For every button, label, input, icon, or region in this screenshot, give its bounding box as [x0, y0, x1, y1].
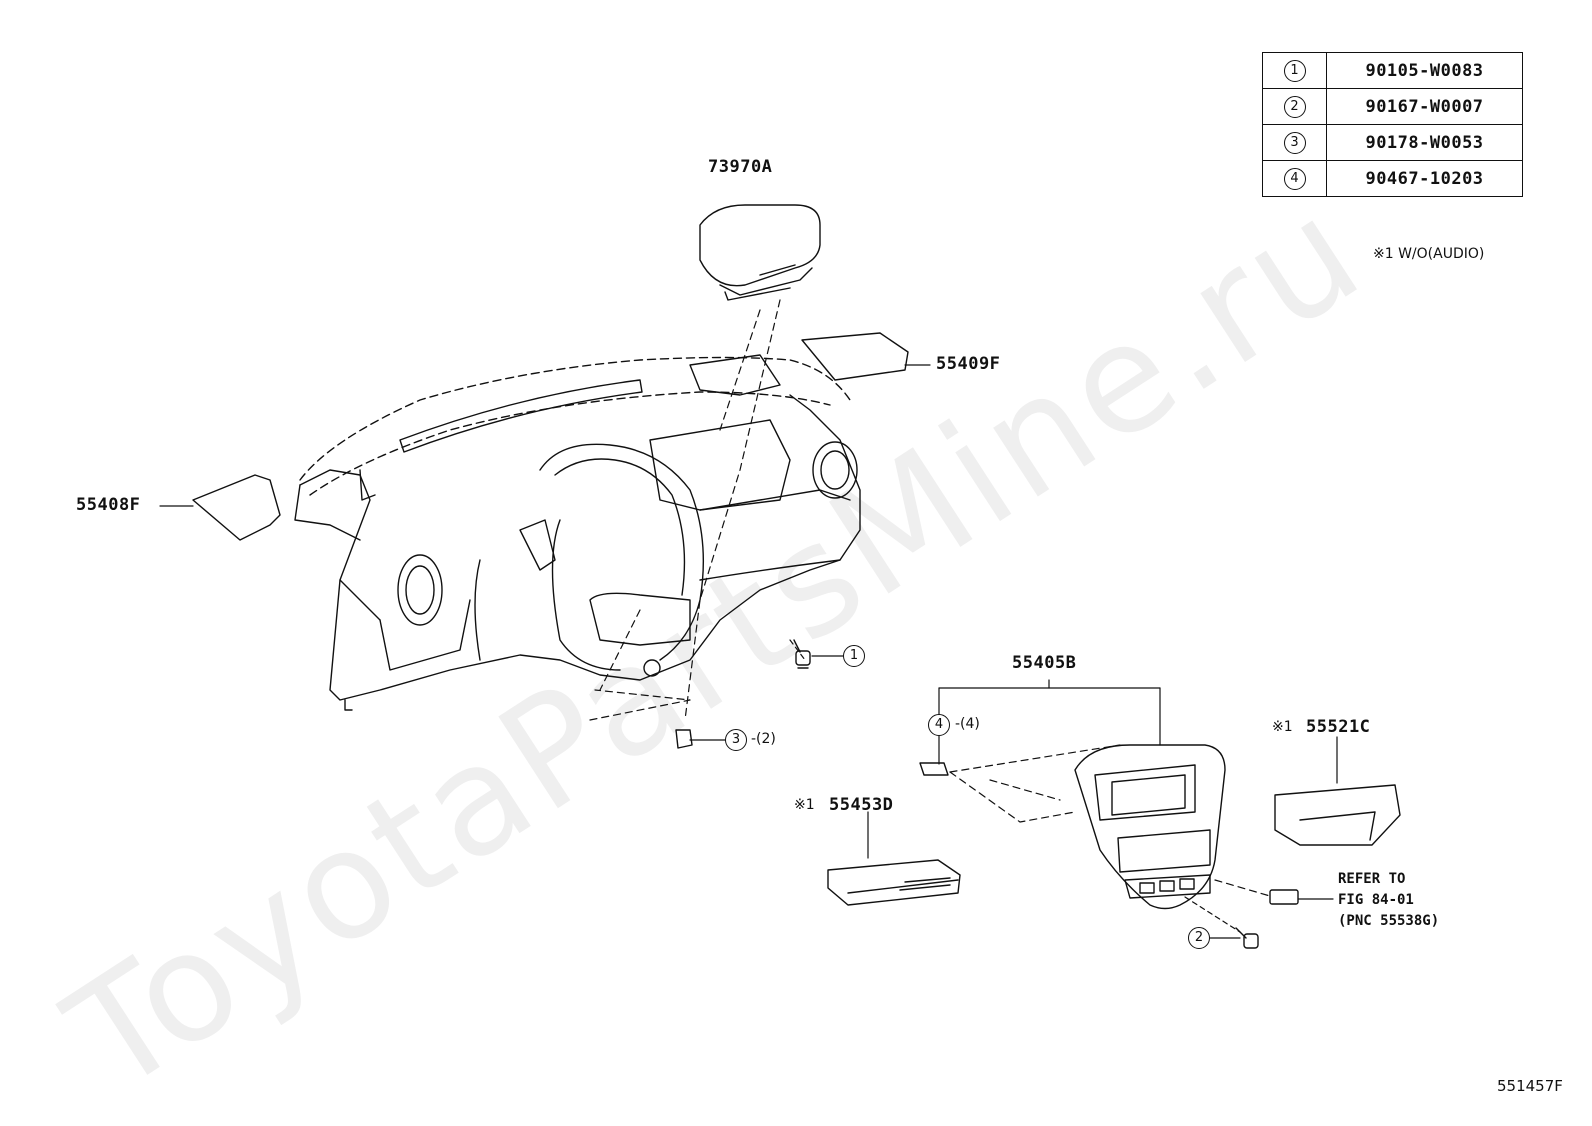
fastener-3-qty: -(2) — [751, 731, 776, 747]
center-cluster-drawing — [1074, 744, 1226, 910]
table-part-number: 90467-10203 — [1326, 160, 1523, 197]
audio-note: ※1 W/O(AUDIO) — [1373, 246, 1485, 262]
instrument-panel-drawing — [294, 354, 861, 711]
left-panel-drawing — [192, 474, 281, 541]
leader-lines — [159, 299, 1338, 939]
refer-line-1: REFER TO — [1338, 871, 1406, 887]
table-part-number: 90178-W0053 — [1326, 124, 1523, 161]
table-row: 4 90467-10203 — [1262, 160, 1523, 197]
clip-4-drawing — [919, 762, 949, 776]
airbag-module-drawing — [699, 204, 821, 301]
refer-line-2: FIG 84-01 — [1338, 892, 1414, 908]
parts-line-art — [159, 204, 1401, 949]
refer-line-3: (PNC 55538G) — [1338, 913, 1440, 929]
table-ref-marker: 3 — [1283, 132, 1306, 154]
table-ref-marker: 1 — [1283, 60, 1306, 82]
right-panel-drawing — [801, 332, 909, 381]
clip-3-drawing — [675, 729, 693, 749]
fastener-4-qty: -(4) — [955, 716, 980, 732]
table-part-number: 90105-W0083 — [1326, 52, 1523, 89]
table-part-number: 90167-W0007 — [1326, 88, 1523, 125]
tray-55453d-drawing — [827, 859, 961, 906]
fastener-1-marker: 1 — [843, 645, 865, 667]
fastener-2-marker: 2 — [1188, 927, 1210, 949]
switch-connector-drawing — [1269, 889, 1299, 905]
table-ref-marker: 2 — [1283, 96, 1306, 118]
screw-2-drawing — [1235, 927, 1259, 949]
table-row: 3 90178-W0053 — [1262, 124, 1523, 161]
pocket-55521c-drawing — [1274, 784, 1401, 846]
fastener-3-marker: 3 — [725, 729, 747, 751]
table-row: 2 90167-W0007 — [1262, 88, 1523, 125]
table-row: 1 90105-W0083 — [1262, 52, 1523, 89]
table-ref-marker: 4 — [1283, 168, 1306, 190]
callout-73970a: 73970A — [708, 157, 773, 177]
callout-55405b: 55405B — [1012, 653, 1077, 673]
diagram-canvas: ToyotaPartsMine.ru — [40, 52, 1563, 1126]
callout-55521c-mark: ※1 — [1272, 719, 1293, 735]
fastener-parts-table: 1 90105-W0083 2 90167-W0007 3 90178-W005… — [1262, 52, 1523, 197]
callout-55409f: 55409F — [936, 354, 1001, 374]
callout-55521c: 55521C — [1306, 717, 1371, 737]
screw-1-drawing — [793, 639, 811, 669]
callout-55453d-mark: ※1 — [794, 797, 815, 813]
fastener-4-marker: 4 — [928, 714, 950, 736]
callout-55453d: 55453D — [829, 795, 894, 815]
figure-code: 551457F — [1497, 1077, 1563, 1095]
callout-55408f: 55408F — [76, 495, 141, 515]
